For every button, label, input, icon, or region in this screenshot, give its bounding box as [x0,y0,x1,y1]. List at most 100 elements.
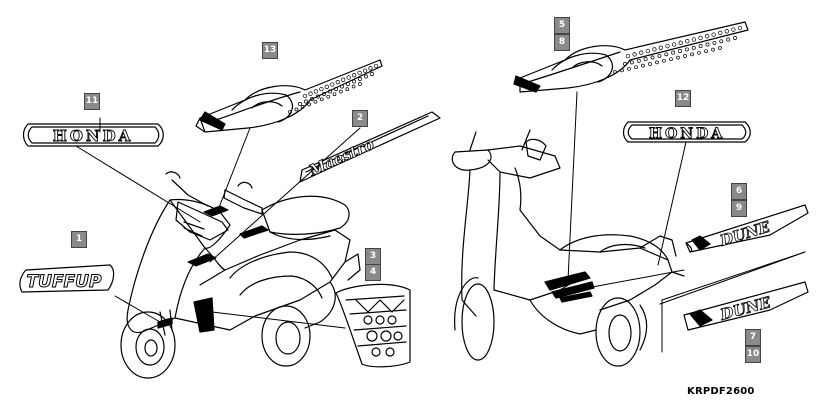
decal-dot [352,73,357,78]
callout-11: 11 [84,93,100,110]
decal-dot [726,37,731,42]
decal-dot [712,40,717,45]
tuff-up-text: TUFFUP [27,272,102,292]
decal-dot [652,47,657,52]
decal-dot [362,68,368,73]
decal-dot [669,57,673,62]
decal-dot [370,72,374,76]
right-scooter-rear-wheel [595,297,641,367]
decal-dot [655,60,659,65]
right-scooter [451,129,685,367]
decal-dot [358,77,362,81]
decal-dot [625,53,631,59]
decal-dot [613,70,617,74]
decal-dot [346,75,351,80]
stripe-text-left: Maestro [305,135,376,180]
decal-dot [632,52,637,57]
left-scooter [120,171,361,379]
decal-dot [684,47,689,52]
decal-dot [340,84,344,89]
callout-13: 13 [262,42,278,59]
decal-dot [330,82,335,87]
decal-dot [731,27,736,32]
decal-dot [664,52,669,57]
decal-dot [288,110,292,114]
decal-dot [643,57,648,62]
decal-dot [650,55,655,60]
decal-dot [623,62,627,66]
decal-dot [658,45,664,50]
decal-dot [671,50,676,55]
callout-12: 12 [675,90,691,107]
decal-dot [657,53,662,58]
decal-dot [341,77,346,82]
decal-dot [322,92,326,96]
decal-dot [676,55,680,60]
decal-dot [698,35,703,41]
decal-dot [335,80,340,85]
callout-3: 3 [365,248,381,265]
decal-dot [718,30,723,36]
decal-dot [697,50,701,55]
honda-emblem-left [22,123,164,147]
decal-dot [705,42,710,47]
decal-dot [641,63,645,68]
decal-dot [313,89,319,94]
decal-dot [316,94,320,99]
decal-dot [368,66,373,71]
decal-dot [373,63,379,69]
callout-8: 8 [554,34,570,51]
decal-dot [691,37,697,42]
callout-4: 4 [365,264,381,281]
tuff-up-emblem [19,264,115,293]
callout-1: 1 [71,231,87,248]
decal-dot [308,91,313,96]
decal-dot [704,49,708,54]
decal-dot [711,32,716,37]
decal-dot [319,86,324,92]
decal-dot [358,82,362,86]
decal-dot [698,44,703,49]
decal-dot [319,97,324,102]
decal-dot [711,47,715,52]
front-cover-decal-left [195,59,383,133]
decal-dot [662,58,666,63]
decal-dot [302,93,308,99]
decal-dot [678,40,683,45]
decal-dot [364,74,368,79]
decal-dot [627,66,631,71]
callout-9: 9 [731,200,747,217]
front-cover-decal-right [513,21,749,93]
decal-dot [313,99,318,104]
decal-dot [294,107,299,112]
decal-dot [345,87,350,91]
decal-dot [665,43,670,49]
decal-dot [685,39,690,44]
callout-7: 7 [745,329,761,346]
callout-6: 6 [731,183,747,200]
decal-dot [704,34,710,39]
decal-dot [636,58,641,63]
left-scooter-rear-wheel [261,305,311,367]
side-panel-decal [335,283,411,368]
stripe-decal-left [299,111,441,183]
decal-dot [620,68,624,73]
decal-dot [671,42,677,47]
reference-code: KRPDF2600 [687,386,755,397]
decal-dot [352,79,356,84]
decal-dot [737,25,743,31]
decal-dot [645,48,650,54]
decal-dot [307,102,311,107]
stripe-text-right-lower: DUNE [717,293,773,324]
honda-text-right: HONDA [649,126,725,142]
decal-dot [691,45,696,50]
callout-10: 10 [745,346,761,363]
decal-dot [733,36,737,40]
decal-dot [690,52,694,57]
decal-dot [326,94,331,99]
decal-dot [639,50,644,55]
